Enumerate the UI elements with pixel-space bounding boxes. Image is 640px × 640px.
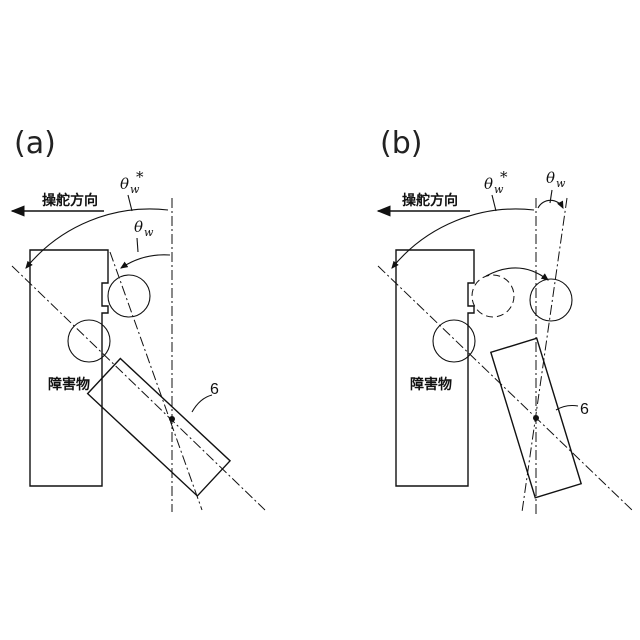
- obstacle-label: 障害物: [410, 376, 452, 393]
- steered-wheel: [530, 279, 572, 321]
- vehicle-ref-number: 6: [210, 381, 219, 398]
- theta-w-star-leader: [492, 195, 496, 211]
- theta-w-star-label: θ w *: [120, 168, 144, 196]
- svg-text:w: w: [556, 177, 566, 190]
- target-wheel: [68, 320, 110, 362]
- svg-text:*: *: [136, 168, 144, 186]
- panel-a-label: (a): [14, 126, 56, 161]
- vehicle-center-point: [169, 416, 175, 422]
- svg-text:θ: θ: [484, 175, 493, 193]
- svg-text:θ: θ: [546, 169, 555, 187]
- svg-text:*: *: [500, 168, 508, 186]
- theta-w-leader: [550, 190, 552, 203]
- wheel-axis-line: [522, 198, 567, 512]
- svg-text:θ: θ: [134, 218, 143, 236]
- theta-w-star-arc: [392, 209, 534, 268]
- svg-text:θ: θ: [120, 175, 129, 193]
- wheel-movement-arrow: [486, 268, 548, 280]
- vehicle-body: [88, 359, 230, 496]
- panel-b: (b) 操舵方向 障害物 θ w * θ: [378, 126, 632, 514]
- theta-w-label: θ w: [546, 169, 566, 190]
- panel-b-label: (b): [380, 126, 422, 161]
- obstacle: [396, 250, 474, 486]
- steering-direction-label: 操舵方向: [42, 192, 98, 209]
- theta-w-star-leader: [128, 195, 132, 211]
- svg-text:w: w: [144, 226, 154, 239]
- previous-wheel-position: [472, 275, 514, 317]
- vehicle-ref-number: 6: [580, 401, 589, 418]
- steering-direction-label: 操舵方向: [402, 192, 458, 209]
- vehicle-ref-leader: [192, 395, 212, 412]
- obstacle-label: 障害物: [48, 376, 90, 393]
- theta-w-arc: [121, 255, 170, 268]
- steered-wheel: [108, 275, 150, 317]
- theta-w-label: θ w: [134, 218, 154, 239]
- obstacle: [30, 250, 108, 486]
- panel-a: (a) 操舵方向 障害物 θ w * θ w: [12, 126, 265, 512]
- theta-w-star-label: θ w *: [484, 168, 508, 196]
- vehicle-center-point: [533, 415, 539, 421]
- vehicle-ref-leader: [556, 406, 578, 411]
- theta-w-leader: [137, 238, 138, 252]
- wheel-axis-line: [110, 252, 202, 510]
